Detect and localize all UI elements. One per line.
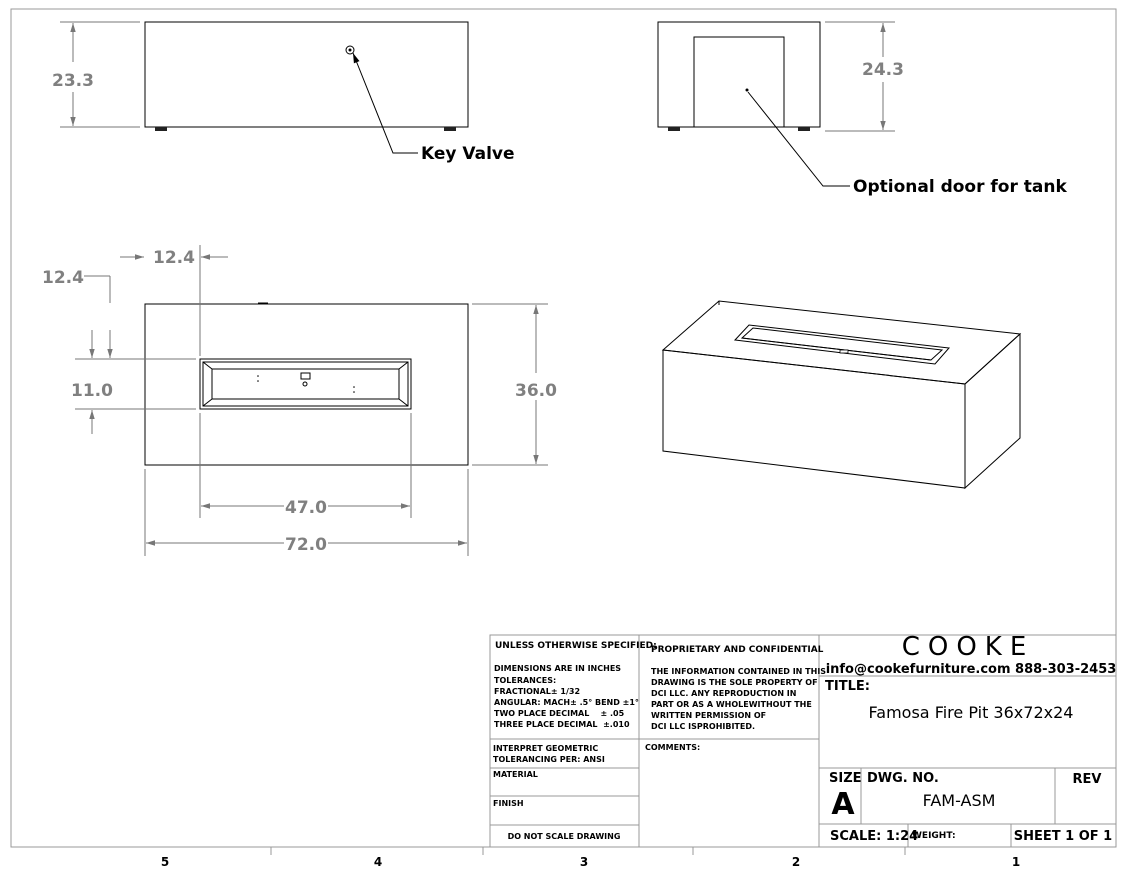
top-offset-y-dimension: 12.4: [42, 268, 84, 288]
zone-ticks: [270, 847, 906, 855]
rev-label: REV: [1073, 772, 1102, 787]
sheet-label: SHEET 1 OF 1: [1014, 829, 1112, 844]
proprietary-line-3: DCI LLC. ANY REPRODUCTION IN: [651, 689, 796, 698]
proprietary-heading: PROPRIETARY AND CONFIDENTIAL: [651, 645, 824, 655]
interpret-geometric-text: INTERPRET GEOMETRIC: [493, 744, 598, 753]
three-place-tolerance: THREE PLACE DECIMAL ±.010: [494, 720, 630, 729]
dwg-no-value: FAM-ASM: [923, 791, 996, 810]
zone-label-5: 5: [161, 855, 169, 869]
do-not-scale-text: DO NOT SCALE DRAWING: [508, 832, 621, 841]
zone-label-1: 1: [1012, 855, 1020, 869]
overall-depth-dimension: 36.0: [515, 381, 557, 401]
front-height-dimension: 23.3: [52, 71, 94, 91]
comments-label: COMMENTS:: [645, 743, 700, 752]
side-view: 24.3 Optional door for tank: [657, 21, 1067, 197]
material-label: MATERIAL: [493, 770, 538, 779]
zone-labels: 5 4 3 2 1: [161, 855, 1020, 869]
company-logo: COOKE: [902, 632, 1035, 662]
two-place-tolerance: TWO PLACE DECIMAL ± .05: [494, 709, 625, 718]
zone-label-3: 3: [580, 855, 588, 869]
dwg-no-label: DWG. NO.: [867, 771, 939, 786]
zone-label-2: 2: [792, 855, 800, 869]
front-view: 23.3 Key Valve: [52, 21, 515, 164]
tolerancing-per-text: TOLERANCING PER: ANSI: [493, 755, 605, 764]
key-valve-callout: Key Valve: [421, 144, 515, 164]
fractional-tolerance: FRACTIONAL± 1/32: [494, 687, 580, 696]
overall-length-dimension: 72.0: [285, 535, 327, 555]
angular-tolerance: ANGULAR: MACH± .5° BEND ±1°: [494, 698, 639, 707]
dims-in-inches-text: DIMENSIONS ARE IN INCHES: [494, 664, 621, 673]
contact-info: info@cookefurniture.com 888-303-2453: [826, 662, 1117, 677]
burner-length-dimension: 47.0: [285, 498, 327, 518]
size-label: SIZE: [829, 771, 862, 786]
scale-label: SCALE: 1:24: [830, 829, 918, 844]
optional-door-callout: Optional door for tank: [853, 177, 1067, 197]
proprietary-line-5: WRITTEN PERMISSION OF: [651, 711, 766, 720]
weight-label: WEIGHT:: [912, 831, 956, 841]
tolerances-label: TOLERANCES:: [494, 676, 556, 685]
front-right-foot: [444, 127, 456, 131]
burner-width-dimension: 11.0: [71, 381, 113, 401]
title-label: TITLE:: [825, 679, 870, 694]
top-offset-x-dimension: 12.4: [153, 248, 195, 268]
drawing-title: Famosa Fire Pit 36x72x24: [869, 703, 1074, 722]
side-height-dimension: 24.3: [862, 60, 904, 80]
proprietary-line-2: DRAWING IS THE SOLE PROPERTY OF: [651, 678, 818, 687]
proprietary-line-4: PART OR AS A WHOLEWITHOUT THE: [651, 700, 812, 709]
isometric-view: [661, 300, 1022, 490]
title-block: UNLESS OTHERWISE SPECIFIED: DIMENSIONS A…: [489, 632, 1117, 848]
zone-label-4: 4: [374, 855, 382, 869]
key-valve-icon: [345, 45, 355, 55]
unless-specified-label: UNLESS OTHERWISE SPECIFIED:: [495, 641, 657, 651]
finish-label: FINISH: [493, 799, 524, 808]
top-view: 12.4 12.4 11.0 36.0 47.0 72.0: [42, 245, 557, 556]
proprietary-line-6: DCI LLC ISPROHIBITED.: [651, 722, 755, 731]
size-value: A: [831, 787, 855, 822]
front-left-foot: [155, 127, 167, 131]
proprietary-line-1: THE INFORMATION CONTAINED IN THIS: [651, 667, 826, 676]
